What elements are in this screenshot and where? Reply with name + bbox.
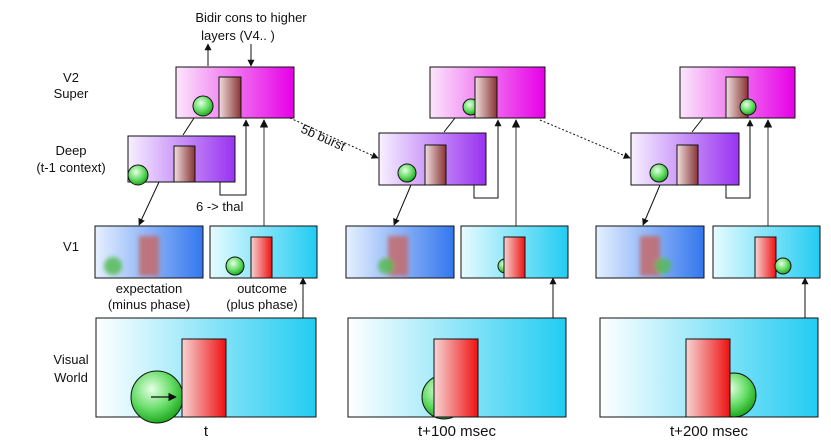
red-bar-world-3 (685, 338, 731, 418)
arrow-deep-to-thal-3 (725, 119, 754, 199)
time-label-2: t+100 msec (418, 423, 496, 440)
outcome-label-line1: outcome (237, 281, 287, 296)
time-label-1: t (204, 423, 209, 440)
arrow-deep-to-thal-1 (219, 119, 250, 196)
column-t-plus-200: t+200 msec (595, 66, 821, 440)
brown-bar-deep-2 (424, 144, 447, 186)
red-bar-world-2 (433, 338, 479, 418)
visual-world-label-line2: World (54, 370, 88, 385)
green-ball-super-3 (739, 98, 757, 116)
green-ball-v1-1 (225, 256, 245, 276)
higher-layers-label-line2: layers (V4.. ) (201, 28, 275, 43)
blurred-expectation-1 (104, 236, 159, 276)
green-ball-deep-1 (127, 164, 149, 186)
v2-super-label-line1: V2 (63, 70, 79, 85)
arrow-super-to-deep-2 (443, 117, 456, 133)
visual-world-label-line1: Visual (53, 352, 88, 367)
deep-label-line1: Deep (55, 143, 86, 158)
green-ball-super-1 (192, 95, 214, 117)
blurred-expectation-3 (640, 236, 671, 276)
deep-label-line2: (t-1 context) (36, 160, 105, 175)
expectation-label-line2: (minus phase) (108, 297, 190, 312)
column-t: expectation (minus phase) outcome (plus … (94, 66, 318, 440)
brown-bar-super-1 (218, 76, 242, 119)
brown-bar-super-2 (474, 76, 498, 119)
arrow-deep-to-v1-expectation-3 (642, 184, 661, 226)
v1-label: V1 (63, 239, 79, 254)
brown-bar-deep-3 (676, 144, 699, 186)
arrow-super-to-deep-3 (691, 117, 704, 133)
outcome-label-line2: (plus phase) (226, 297, 298, 312)
red-bar-v1-3 (754, 236, 777, 279)
arrow-deep-to-v1-expectation-2 (393, 184, 412, 226)
brown-bar-deep-1 (173, 145, 196, 183)
time-label-3: t+200 msec (670, 423, 748, 440)
red-bar-v1-2 (503, 236, 526, 279)
thal-label: 6 -> thal (196, 199, 243, 214)
higher-layers-label-line1: Bidir cons to higher (195, 10, 307, 25)
arrow-super-to-deep-1 (182, 117, 195, 136)
blurred-expectation-2 (378, 236, 408, 276)
burst-arrow-2 (539, 119, 631, 159)
red-bar-world-1 (181, 338, 227, 418)
expectation-label-line1: expectation (116, 281, 183, 296)
green-ball-deep-2 (397, 163, 417, 183)
column-t-plus-100: t+100 msec (345, 66, 569, 440)
arrow-deep-to-thal-2 (473, 119, 502, 199)
arrow-deep-to-v1-expectation-1 (138, 181, 160, 226)
v2-super-label-line2: Super (54, 86, 89, 101)
green-ball-deep-3 (649, 163, 669, 183)
green-ball-v1-3 (774, 257, 792, 275)
red-bar-v1-1 (250, 236, 273, 279)
burst-label: 5b burst (299, 121, 348, 154)
burst-arrow-1 (289, 117, 379, 159)
